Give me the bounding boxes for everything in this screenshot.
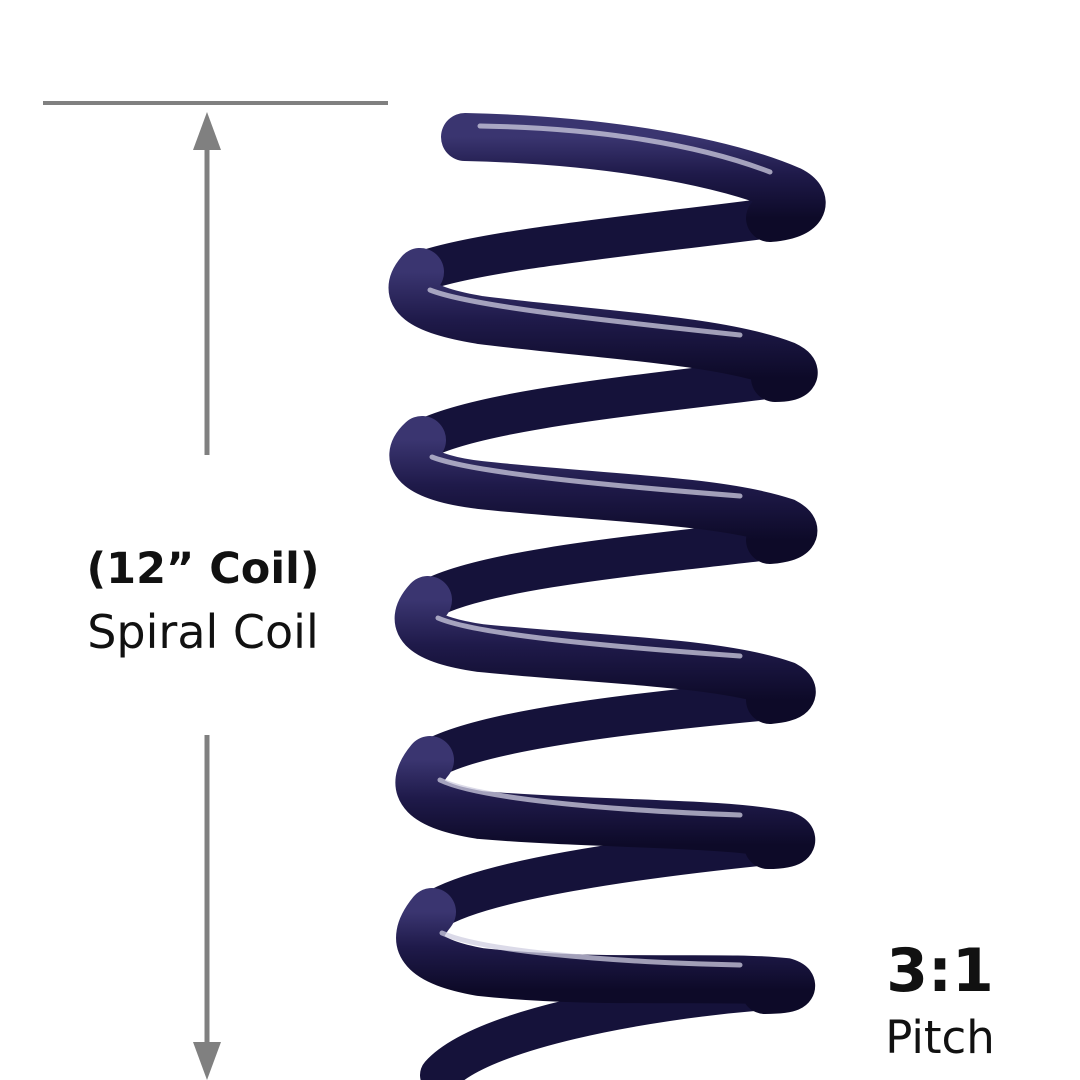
coil-spring-image (388, 113, 826, 1080)
dimension-indicator (43, 101, 388, 1080)
coil-front-strands (388, 113, 826, 1014)
coil-highlights (427, 123, 773, 968)
coil-length-label: (12” Coil) (86, 544, 320, 594)
pitch-value: 3:1 (886, 936, 994, 1006)
pitch-label: Pitch (885, 1011, 995, 1064)
lower-arrow-head (193, 1042, 221, 1080)
upper-arrow-head (193, 112, 221, 150)
coil-name-label: Spiral Coil (87, 605, 319, 659)
